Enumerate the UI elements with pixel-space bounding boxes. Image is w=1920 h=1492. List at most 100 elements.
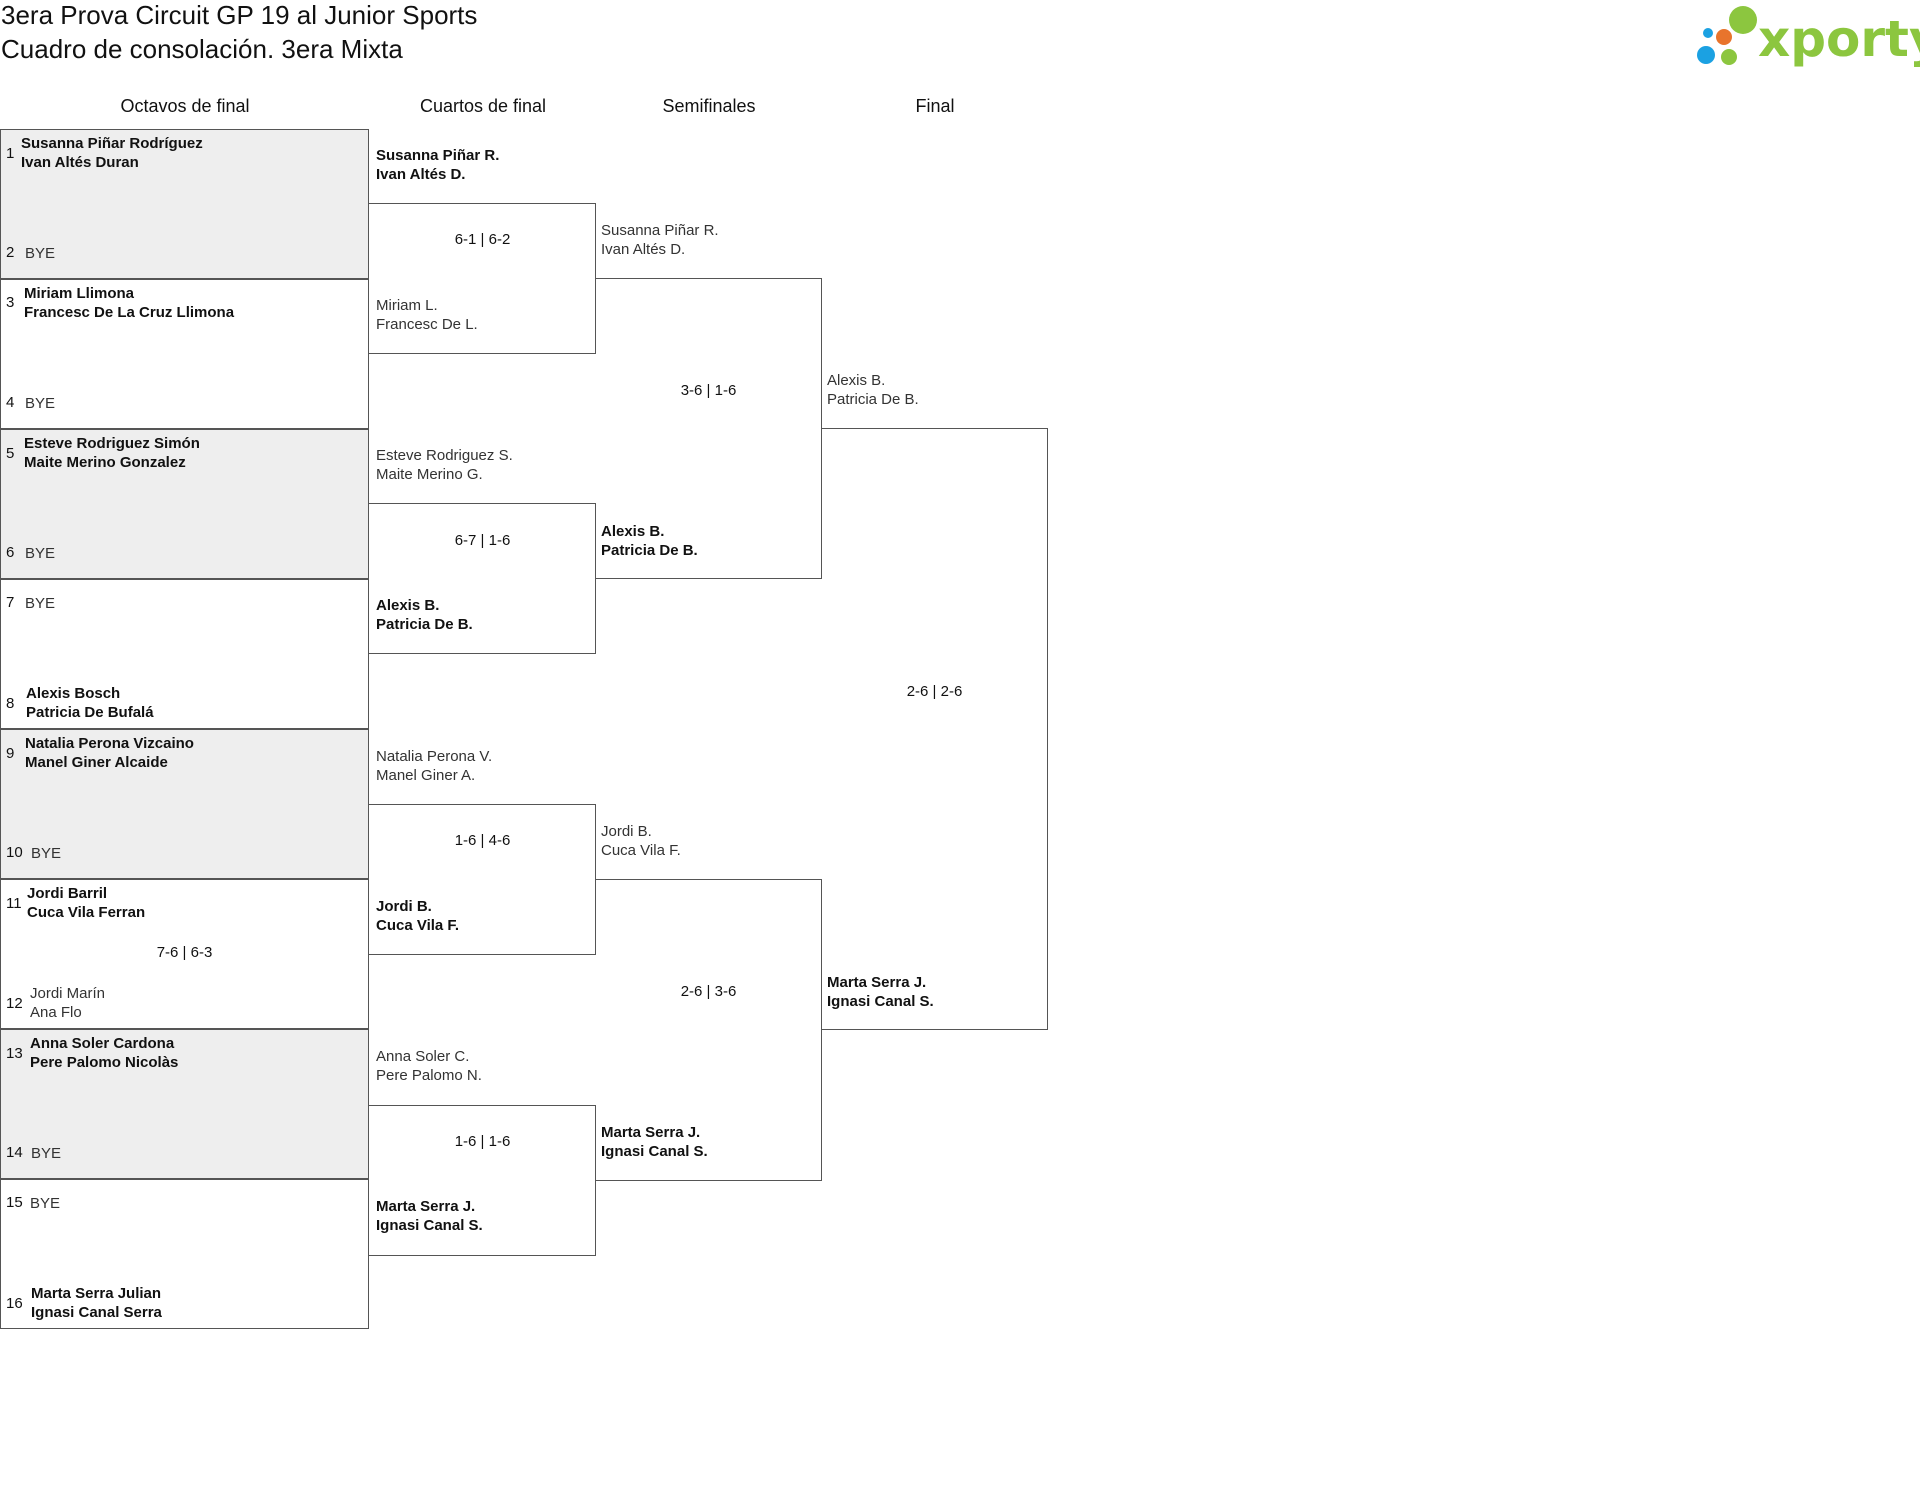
player-name: Cuca Vila F. (601, 842, 681, 859)
player-name: Marta Serra J. (601, 1124, 701, 1141)
player-name: Marta Serra Julian (31, 1285, 162, 1302)
seed-number: 9 (6, 745, 15, 762)
r1-match-1 (0, 129, 369, 279)
player-name: Jordi B. (601, 823, 652, 840)
player-name: Susanna Piñar R. (376, 147, 500, 164)
player-name: Natalia Perona V. (376, 748, 493, 765)
r3-bracket-2 (595, 879, 822, 1181)
seed-number: 5 (6, 445, 15, 462)
round-header-semifinales: Semifinales (662, 96, 756, 116)
seed-number: 4 (6, 394, 15, 411)
player-name: Cuca Vila Ferran (27, 904, 146, 921)
logo-dot-blue-small (1703, 28, 1713, 38)
bye-label: BYE (25, 395, 56, 412)
player-name: Maite Merino Gonzalez (24, 454, 186, 471)
bye-label: BYE (25, 595, 56, 612)
round-header-octavos: Octavos de final (120, 96, 250, 116)
player-name: Cuca Vila F. (376, 917, 460, 934)
draw-subtitle: Cuadro de consolación. 3era Mixta (1, 34, 403, 64)
match-score: 2-6 | 2-6 (906, 683, 963, 700)
player-name: Miriam Llimona (24, 285, 135, 302)
player-name: Ignasi Canal S. (601, 1143, 708, 1160)
match-score: 1-6 | 4-6 (454, 832, 511, 849)
player-name: Jordi B. (376, 898, 432, 915)
seed-number: 16 (6, 1295, 23, 1312)
r1-match-5 (0, 729, 369, 879)
player-name: Anna Soler C. (376, 1048, 470, 1065)
player-name: Manel Giner Alcaide (25, 754, 168, 771)
seed-number: 8 (6, 695, 15, 712)
player-name: Esteve Rodriguez Simón (24, 435, 200, 452)
player-name: Patricia De B. (601, 542, 698, 559)
seed-number: 6 (6, 544, 15, 561)
player-name: Ivan Altés D. (601, 241, 686, 258)
seed-number: 7 (6, 594, 15, 611)
logo-dot-blue (1697, 46, 1715, 64)
player-name: Marta Serra J. (376, 1198, 476, 1215)
match-score: 6-1 | 6-2 (454, 231, 511, 248)
round-header-final: Final (915, 96, 955, 116)
player-name: Francesc De L. (376, 316, 478, 333)
seed-number: 14 (6, 1144, 23, 1161)
player-name: Maite Merino G. (376, 466, 483, 483)
xporty-logo: xporty (1697, 6, 1920, 68)
bye-label: BYE (31, 1145, 62, 1162)
player-name: Patricia De B. (827, 391, 919, 408)
seed-number: 1 (6, 145, 15, 162)
tournament-title: 3era Prova Circuit GP 19 al Junior Sport… (1, 0, 478, 30)
player-name: Esteve Rodriguez S. (376, 447, 513, 464)
r1-match-3 (0, 429, 369, 579)
player-name: Ana Flo (30, 1004, 82, 1021)
player-name: Ignasi Canal S. (827, 993, 934, 1010)
r1-match-6 (0, 879, 369, 1029)
seed-number: 15 (6, 1194, 23, 1211)
player-name: Alexis B. (376, 597, 440, 614)
player-name: Marta Serra J. (827, 974, 927, 991)
player-name: Anna Soler Cardona (30, 1035, 175, 1052)
player-name: Natalia Perona Vizcaino (25, 735, 194, 752)
round-header-cuartos: Cuartos de final (419, 96, 547, 116)
player-name: Pere Palomo Nicolàs (30, 1054, 179, 1071)
r1-match-4 (0, 579, 369, 729)
player-name: Patricia De Bufalá (26, 704, 154, 721)
player-name: Alexis B. (827, 372, 886, 389)
bye-label: BYE (25, 245, 56, 262)
match-score: 2-6 | 3-6 (680, 983, 737, 1000)
player-name: Ivan Altés Duran (21, 154, 139, 171)
seed-number: 2 (6, 244, 15, 261)
bye-label: BYE (31, 845, 62, 862)
player-name: Miriam L. (376, 297, 438, 314)
bye-label: BYE (30, 1195, 61, 1212)
logo-dot-green-small (1721, 49, 1737, 65)
r1-match-8 (0, 1179, 369, 1329)
seed-number: 3 (6, 294, 15, 311)
final-bracket (821, 428, 1048, 1030)
seed-number: 11 (6, 895, 22, 912)
seed-number: 12 (6, 995, 23, 1012)
player-name: Francesc De La Cruz Llimona (24, 304, 235, 321)
match-score: 3-6 | 1-6 (680, 382, 737, 399)
player-name: Ignasi Canal S. (376, 1217, 483, 1234)
player-name: Susanna Piñar Rodríguez (21, 135, 203, 152)
player-name: Alexis Bosch (26, 685, 121, 702)
player-name: Susanna Piñar R. (601, 222, 719, 239)
match-score: 1-6 | 1-6 (454, 1133, 511, 1150)
player-name: Ignasi Canal Serra (31, 1304, 162, 1321)
logo-dot-orange (1716, 29, 1732, 45)
match-score: 6-7 | 1-6 (454, 532, 511, 549)
logo-dot-green (1729, 6, 1757, 34)
bye-label: BYE (25, 545, 56, 562)
r1-match-2 (0, 279, 369, 429)
player-name: Pere Palomo N. (376, 1067, 482, 1084)
seed-number: 13 (6, 1045, 23, 1062)
player-name: Manel Giner A. (376, 767, 476, 784)
r1-match-7 (0, 1029, 369, 1179)
player-name: Patricia De B. (376, 616, 473, 633)
match-score: 7-6 | 6-3 (156, 944, 213, 961)
seed-number: 10 (6, 844, 23, 861)
player-name: Jordi Marín (30, 985, 106, 1002)
player-name: Jordi Barril (27, 885, 108, 902)
player-name: Alexis B. (601, 523, 665, 540)
logo-text: xporty (1758, 10, 1920, 68)
player-name: Ivan Altés D. (376, 166, 466, 183)
